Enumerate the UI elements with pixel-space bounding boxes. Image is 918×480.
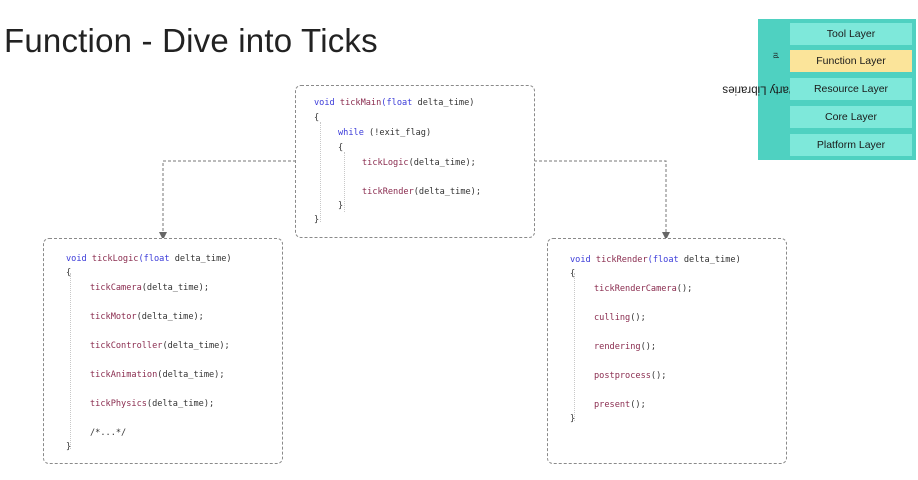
tickrender-code-box: void tickRender(float delta_time) { tick… [547,238,787,464]
call-tickmotor: tickMotor(delta_time); [90,312,204,322]
function-name: tickLogic [91,254,139,264]
call-tickcamera: tickCamera(delta_time); [90,283,209,293]
brace: } [338,201,344,211]
brace: { [570,269,576,279]
keyword: void [314,98,335,108]
condition: (!exit_flag) [363,128,432,138]
function-name: culling [594,313,631,323]
function-name: postprocess [594,371,651,381]
function-name: tickController [90,341,163,351]
ticklogic-code-box: void tickLogic(float delta_time) { tickC… [43,238,283,464]
args: (delta_time); [146,399,215,409]
brace: } [570,414,576,424]
keyword: while [338,128,364,138]
indent-guide [344,152,345,212]
param: delta_time) [412,98,475,108]
platform-layer: Platform Layer [790,134,912,156]
keyword: void [570,255,591,265]
function-name: rendering [594,342,641,352]
type: (float [138,254,170,264]
function-name: tickRenderCamera [594,284,677,294]
function-name: tickRender [595,255,648,265]
tool-layer: Tool Layer [790,23,912,45]
function-layer: Function Layer [790,50,912,72]
call-ticklogic: tickLogic(delta_time); [362,158,476,168]
brace: } [314,215,320,225]
slide-title: Function - Dive into Ticks [4,22,378,59]
tickmain-code-box: void tickMain(float delta_time) { while … [295,85,535,238]
brace: } [66,442,72,452]
args: (delta_time); [408,158,476,168]
call-tickcontroller: tickController(delta_time); [90,341,230,351]
args: (delta_time); [413,187,482,197]
core-layer: Core Layer [790,106,912,128]
call-rendering: rendering(); [594,342,656,352]
function-name: tickMotor [90,312,137,322]
code-comment: /*...*/ [90,428,127,438]
args: (); [676,284,693,294]
while-statement: while (!exit_flag) [338,128,431,138]
function-name: tickMain [339,98,382,108]
param: delta_time) [678,255,741,265]
call-present: present(); [594,400,646,410]
brace: { [338,143,344,153]
brace: { [66,268,72,278]
type: (float [647,255,679,265]
args: (delta_time); [162,341,230,351]
function-name: tickRender [362,187,414,197]
call-tickrendercamera: tickRenderCamera(); [594,284,692,294]
brace: { [314,113,320,123]
call-tickanimation: tickAnimation(delta_time); [90,370,225,380]
function-name: tickPhysics [90,399,147,409]
indent-guide [574,273,575,421]
call-tickrender: tickRender(delta_time); [362,187,481,197]
indent-guide [320,122,321,222]
keyword: void [66,254,87,264]
args: (delta_time); [141,283,210,293]
call-postprocess: postprocess(); [594,371,666,381]
function-name: present [594,400,631,410]
args: (delta_time); [157,370,225,380]
type: (float [381,98,413,108]
tickmain-signature: void tickMain(float delta_time) [314,98,474,108]
layer-stack: 3rd Party Libraries Tool Layer Function … [723,19,916,160]
arrow-to-tickrender [534,160,670,240]
function-name: tickAnimation [90,370,158,380]
indent-guide [70,273,71,449]
ticklogic-signature: void tickLogic(float delta_time) [66,254,232,264]
call-tickphysics: tickPhysics(delta_time); [90,399,214,409]
function-name: tickCamera [90,283,142,293]
arrow-to-ticklogic [159,160,296,240]
tickrender-signature: void tickRender(float delta_time) [570,255,741,265]
args: (); [630,400,646,410]
args: (); [640,342,657,352]
args: (); [630,313,646,323]
call-culling: culling(); [594,313,646,323]
param: delta_time) [169,254,232,264]
resource-layer: Resource Layer [790,78,912,100]
args: (delta_time); [136,312,204,322]
args: (); [650,371,667,381]
function-name: tickLogic [362,158,409,168]
